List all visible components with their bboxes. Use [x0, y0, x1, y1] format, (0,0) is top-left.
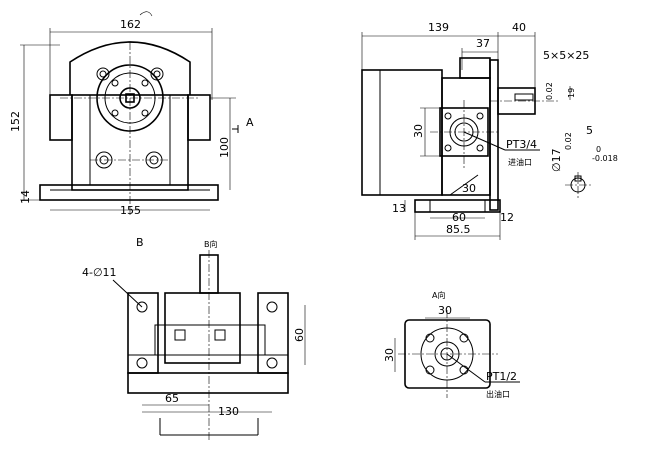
dim-65: 65: [165, 392, 179, 405]
section-a: A: [246, 116, 254, 129]
dim-5: 5: [586, 124, 593, 137]
dim-30-mount: 30: [462, 182, 476, 195]
pump-base: [39, 184, 219, 201]
dim-13: 13: [392, 202, 406, 215]
rotation-arrow-icon: [139, 11, 153, 17]
pump-body-side: [361, 69, 443, 196]
dim-85-5: 85.5: [446, 223, 471, 236]
dim-130: 130: [218, 405, 239, 418]
dim-100: 100: [218, 137, 231, 158]
section-b: B: [136, 236, 144, 249]
dim-60: 60: [452, 211, 466, 224]
base-plate: [414, 199, 501, 213]
view-a-label: A向: [432, 290, 445, 300]
side-view: 139 40 37 5×5×25 30 PT3/4 进油口: [361, 21, 618, 240]
tol-upper-1: 0.02: [545, 82, 554, 100]
dim-30-side: 30: [383, 348, 396, 362]
tol-key-lower: -0.018: [592, 154, 618, 163]
tol-key-upper: 0: [596, 145, 601, 154]
dim-155: 155: [120, 204, 141, 217]
dim-139: 139: [428, 21, 449, 34]
outlet-port-caption: 出油口: [486, 389, 510, 399]
shaft-dia: ∅17: [550, 148, 563, 172]
tol-lower-1: 0.02: [564, 132, 573, 150]
port-view: A向 30 30 PT1/2 出油口: [383, 290, 520, 399]
dim-37: 37: [476, 37, 490, 50]
dim-14: 14: [19, 190, 32, 204]
front-view: 162 152 14: [9, 11, 254, 249]
dim-19: 19: [567, 88, 576, 98]
dim-key: 5×5×25: [543, 49, 589, 62]
dim-40: 40: [512, 21, 526, 34]
dim-30-top: 30: [438, 304, 452, 317]
dim-162: 162: [120, 18, 141, 31]
top-view: B向 4-∅11 60 65 130: [82, 239, 306, 440]
hole-callout: 4-∅11: [82, 266, 117, 279]
view-b-label: B向: [204, 239, 218, 249]
dim-30-port: 30: [412, 124, 425, 138]
inlet-port-label: PT3/4: [506, 138, 537, 151]
outlet-port-label: PT1/2: [486, 370, 517, 383]
dim-152: 152: [9, 111, 22, 132]
inlet-port-caption: 进油口: [508, 157, 532, 167]
dim-60-top: 60: [293, 328, 306, 342]
dim-12: 12: [500, 211, 514, 224]
